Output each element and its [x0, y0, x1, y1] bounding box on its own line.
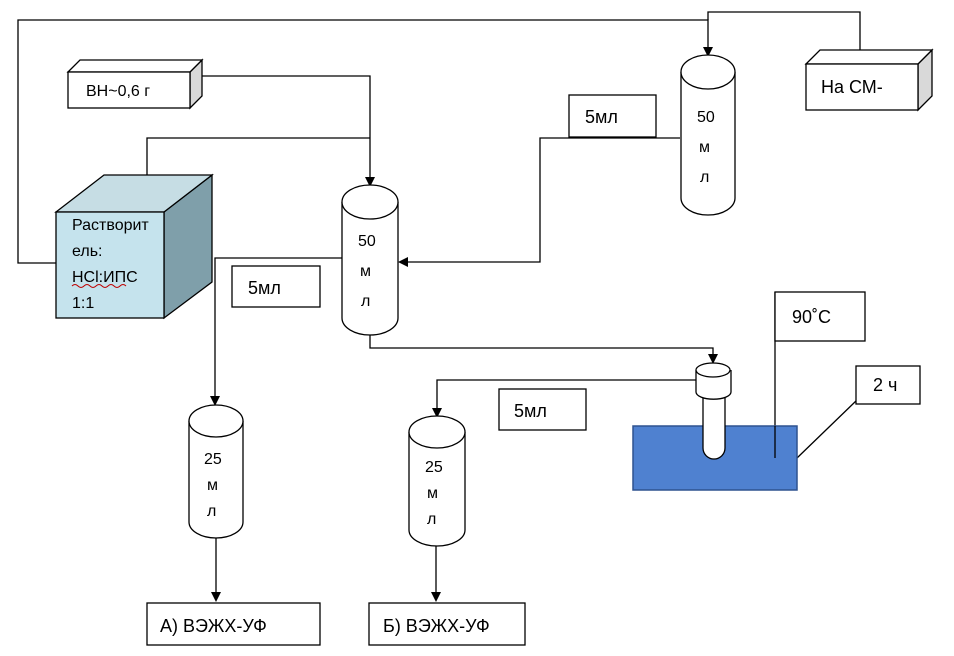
- flask-top-rim: [680, 54, 736, 90]
- flask-top-line-3: л: [700, 169, 709, 186]
- time-callout: 2 ч: [855, 365, 921, 405]
- flask-center-line-2: м: [360, 263, 371, 280]
- volume-box-top-text: 5мл: [585, 107, 618, 127]
- line-center-to-tube: [369, 335, 718, 364]
- flask-left-line-2: м: [207, 477, 218, 494]
- line-reagent-link: [707, 11, 861, 62]
- volume-box-top: 5мл: [568, 94, 657, 138]
- flask-left-body: [188, 421, 244, 539]
- test-tube-cap: [695, 370, 732, 400]
- test-tube-body: [702, 392, 726, 460]
- solvent-line-4: 1:1: [72, 295, 94, 312]
- volume-box-left-frame: [231, 265, 321, 308]
- volume-box-bottom-text: 5мл: [514, 401, 547, 421]
- test-tube-cap-top: [695, 362, 731, 378]
- flask-center-body: [341, 202, 399, 336]
- solvent-line-2: ель:: [72, 243, 102, 260]
- output-a: А) ВЭЖХ-УФ: [146, 602, 321, 646]
- reagent-box-front: [805, 63, 919, 111]
- line-solvent-to-top-flask: [17, 19, 713, 264]
- flask-left-rim: [188, 404, 244, 438]
- reagent-box-text: На СМ-: [821, 77, 883, 97]
- flask-top-body: [680, 72, 736, 216]
- line-center-to-left-flask: [210, 257, 342, 406]
- time-box: [855, 365, 921, 405]
- flask-mid-line-1: 25: [425, 459, 443, 476]
- spellcheck-underline: [71, 284, 127, 288]
- mass-box-top: [66, 59, 204, 73]
- flask-top: 50 м л: [680, 54, 736, 216]
- output-a-box: [146, 602, 321, 646]
- flask-top-line-2: м: [699, 139, 710, 156]
- line-tube-to-mid-flask: [432, 379, 697, 418]
- line-solvent-to-center: [146, 137, 370, 175]
- solvent-line-3: HCl:ИПС: [72, 269, 138, 286]
- output-b: Б) ВЭЖХ-УФ: [368, 602, 526, 646]
- flask-left-line-1: 25: [204, 451, 222, 468]
- solvent-line-1: Растворит: [72, 217, 149, 234]
- volume-box-left: 5мл: [231, 265, 321, 308]
- output-a-text: А) ВЭЖХ-УФ: [160, 616, 267, 636]
- flask-left: 25 м л: [188, 404, 244, 539]
- reagent-box: На СМ-: [804, 48, 934, 112]
- output-b-text: Б) ВЭЖХ-УФ: [383, 616, 490, 636]
- flask-mid-line-3: л: [427, 511, 436, 528]
- flask-center-line-3: л: [361, 293, 370, 310]
- flask-top-line-1: 50: [697, 109, 715, 126]
- temperature-text: 90˚С: [792, 307, 831, 327]
- volume-box-top-frame: [568, 94, 657, 138]
- test-tube: [695, 362, 732, 460]
- flask-left-line-3: л: [207, 503, 216, 520]
- volume-box-left-text: 5мл: [248, 278, 281, 298]
- solvent-cube: Растворит ель: HCl:ИПС 1:1: [54, 173, 214, 320]
- flask-mid-body: [408, 432, 466, 547]
- mass-box-front: [67, 71, 191, 109]
- flask-center-line-1: 50: [358, 233, 376, 250]
- line-time-callout: [796, 399, 858, 459]
- line-top-flask-to-center-flask: [398, 137, 680, 267]
- output-b-box: [368, 602, 526, 646]
- temperature-callout: 90˚С: [774, 291, 866, 342]
- flask-center: 50 м л: [341, 184, 399, 336]
- volume-box-bottom-frame: [498, 388, 587, 431]
- volume-box-bottom: 5мл: [498, 388, 587, 431]
- solvent-cube-front: [55, 211, 165, 319]
- mass-box-text: ВН~0,6 г: [86, 83, 150, 100]
- flask-mid-rim: [408, 415, 466, 449]
- temperature-box: [774, 291, 866, 342]
- time-text: 2 ч: [873, 375, 897, 395]
- reagent-box-top: [804, 49, 934, 65]
- flask-mid: 25 м л: [408, 415, 466, 547]
- line-mass-to-center-flask: [200, 75, 375, 187]
- flask-center-rim: [341, 184, 399, 220]
- mass-box: ВН~0,6 г: [66, 58, 204, 110]
- flask-mid-line-2: м: [427, 485, 438, 502]
